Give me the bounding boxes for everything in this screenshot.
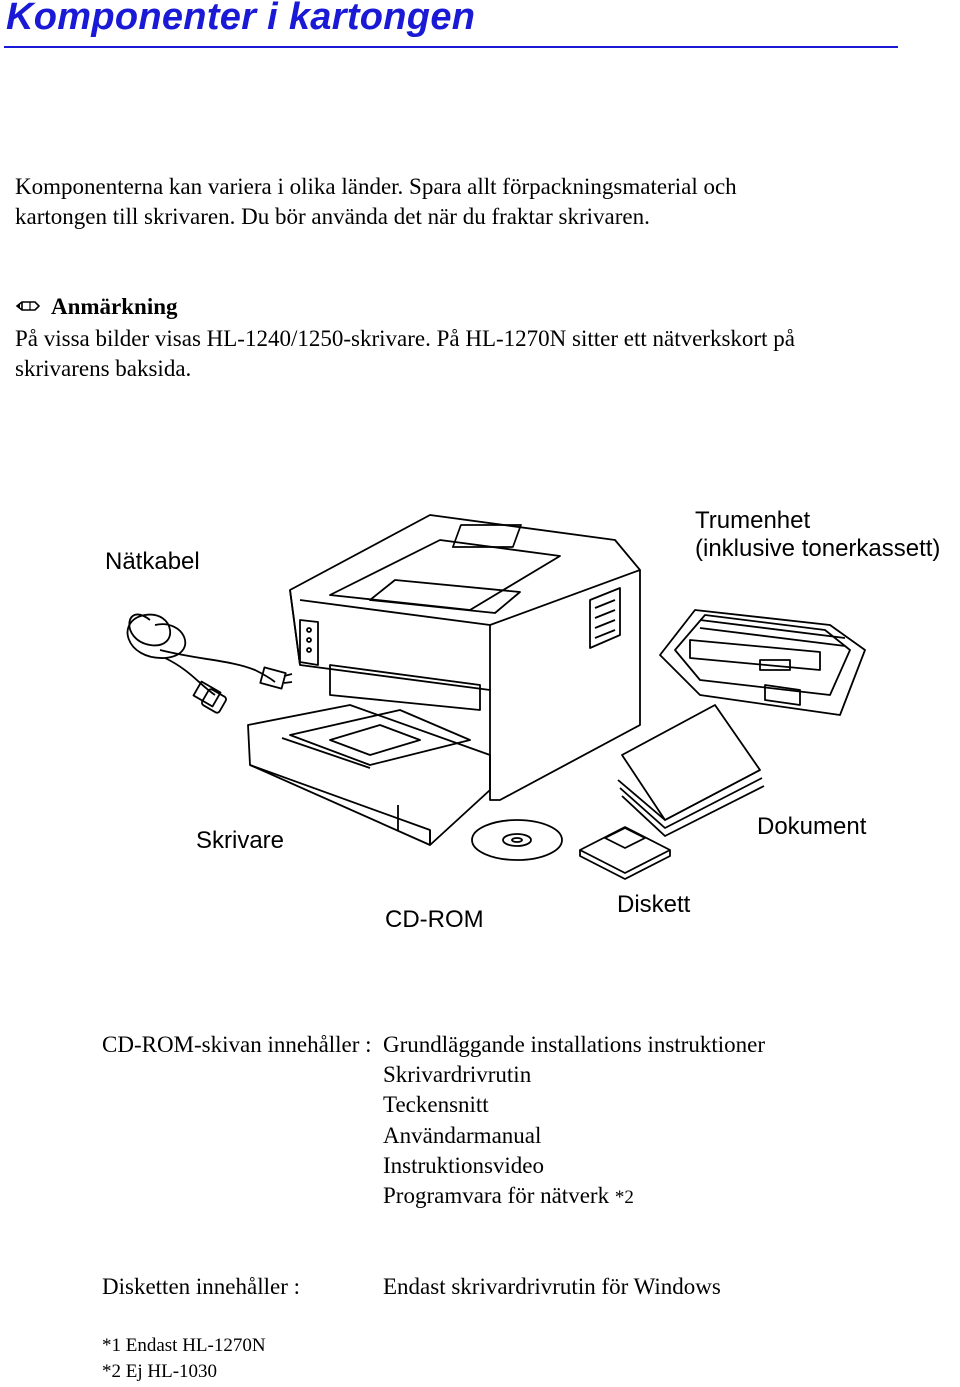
diskette-contents-value: Endast skrivardrivrutin för Windows — [383, 1274, 721, 1299]
cdrom-illustration — [471, 819, 563, 861]
cd-contents-item-last: Programvara för nätverk *2 — [102, 1181, 765, 1213]
pencil-icon — [15, 294, 41, 320]
diskette-illustration — [579, 826, 671, 880]
note-body: På vissa bilder visas HL-1240/1250-skriv… — [15, 324, 915, 384]
footnote-ref: *2 — [614, 1187, 634, 1209]
label-drum-unit: Trumenhet (inklusive tonerkassett) — [695, 507, 940, 563]
note-line-1: På vissa bilder visas HL-1240/1250-skriv… — [15, 326, 795, 351]
footnote-2: *2 Ej HL-1030 — [102, 1361, 218, 1382]
label-drum-line-1: Trumenhet — [695, 507, 811, 534]
label-power-cable: Nätkabel — [105, 548, 200, 575]
cd-contents-item: Användarmanual — [383, 1122, 542, 1148]
cd-contents-item: Programvara för nätverk — [383, 1183, 610, 1209]
diskette-contents: Disketten innehåller : Endast skrivardri… — [102, 1272, 721, 1302]
label-documents: Dokument — [757, 813, 867, 840]
label-diskette: Diskett — [617, 891, 691, 918]
cd-contents-item: Teckensnitt — [383, 1092, 489, 1118]
footnotes: *1 Endast HL-1270N *2 Ej HL-1030 — [102, 1333, 266, 1385]
label-printer: Skrivare — [196, 827, 285, 854]
title-underline — [4, 46, 898, 48]
note-line-2: skrivarens baksida. — [15, 356, 192, 381]
note-heading-text: Anmärkning — [51, 294, 178, 319]
documents-illustration — [617, 704, 765, 837]
cd-contents-item: Grundläggande installations instruktione… — [383, 1032, 765, 1057]
cd-contents-item: Skrivardrivrutin — [383, 1062, 532, 1088]
printer-illustration — [247, 514, 641, 846]
cd-contents-row-1: CD-ROM-skivan innehåller : Grundläggande… — [102, 1030, 765, 1060]
diskette-contents-lead: Disketten innehåller : — [102, 1274, 300, 1299]
intro-line-1: Komponenterna kan variera i olika länder… — [15, 174, 737, 199]
note-heading: Anmärkning — [15, 294, 178, 320]
label-drum-line-2: (inklusive tonerkassett) — [695, 535, 941, 562]
page-title: Komponenter i kartongen — [6, 0, 476, 38]
footnote-1: *1 Endast HL-1270N — [102, 1335, 266, 1356]
drum-unit-illustration — [659, 609, 866, 716]
label-cdrom: CD-ROM — [385, 906, 484, 933]
box-contents-illustration — [126, 514, 866, 880]
power-cable-illustration — [126, 613, 293, 714]
cd-contents-lead: CD-ROM-skivan innehåller : — [102, 1032, 372, 1057]
intro-text: Komponenterna kan variera i olika länder… — [15, 172, 915, 232]
cd-contents-list: CD-ROM-skivan innehåller : Grundläggande… — [102, 1030, 765, 1213]
cd-contents-item: Instruktionsvideo — [383, 1152, 544, 1178]
intro-line-2: kartongen till skrivaren. Du bör använda… — [15, 204, 650, 229]
